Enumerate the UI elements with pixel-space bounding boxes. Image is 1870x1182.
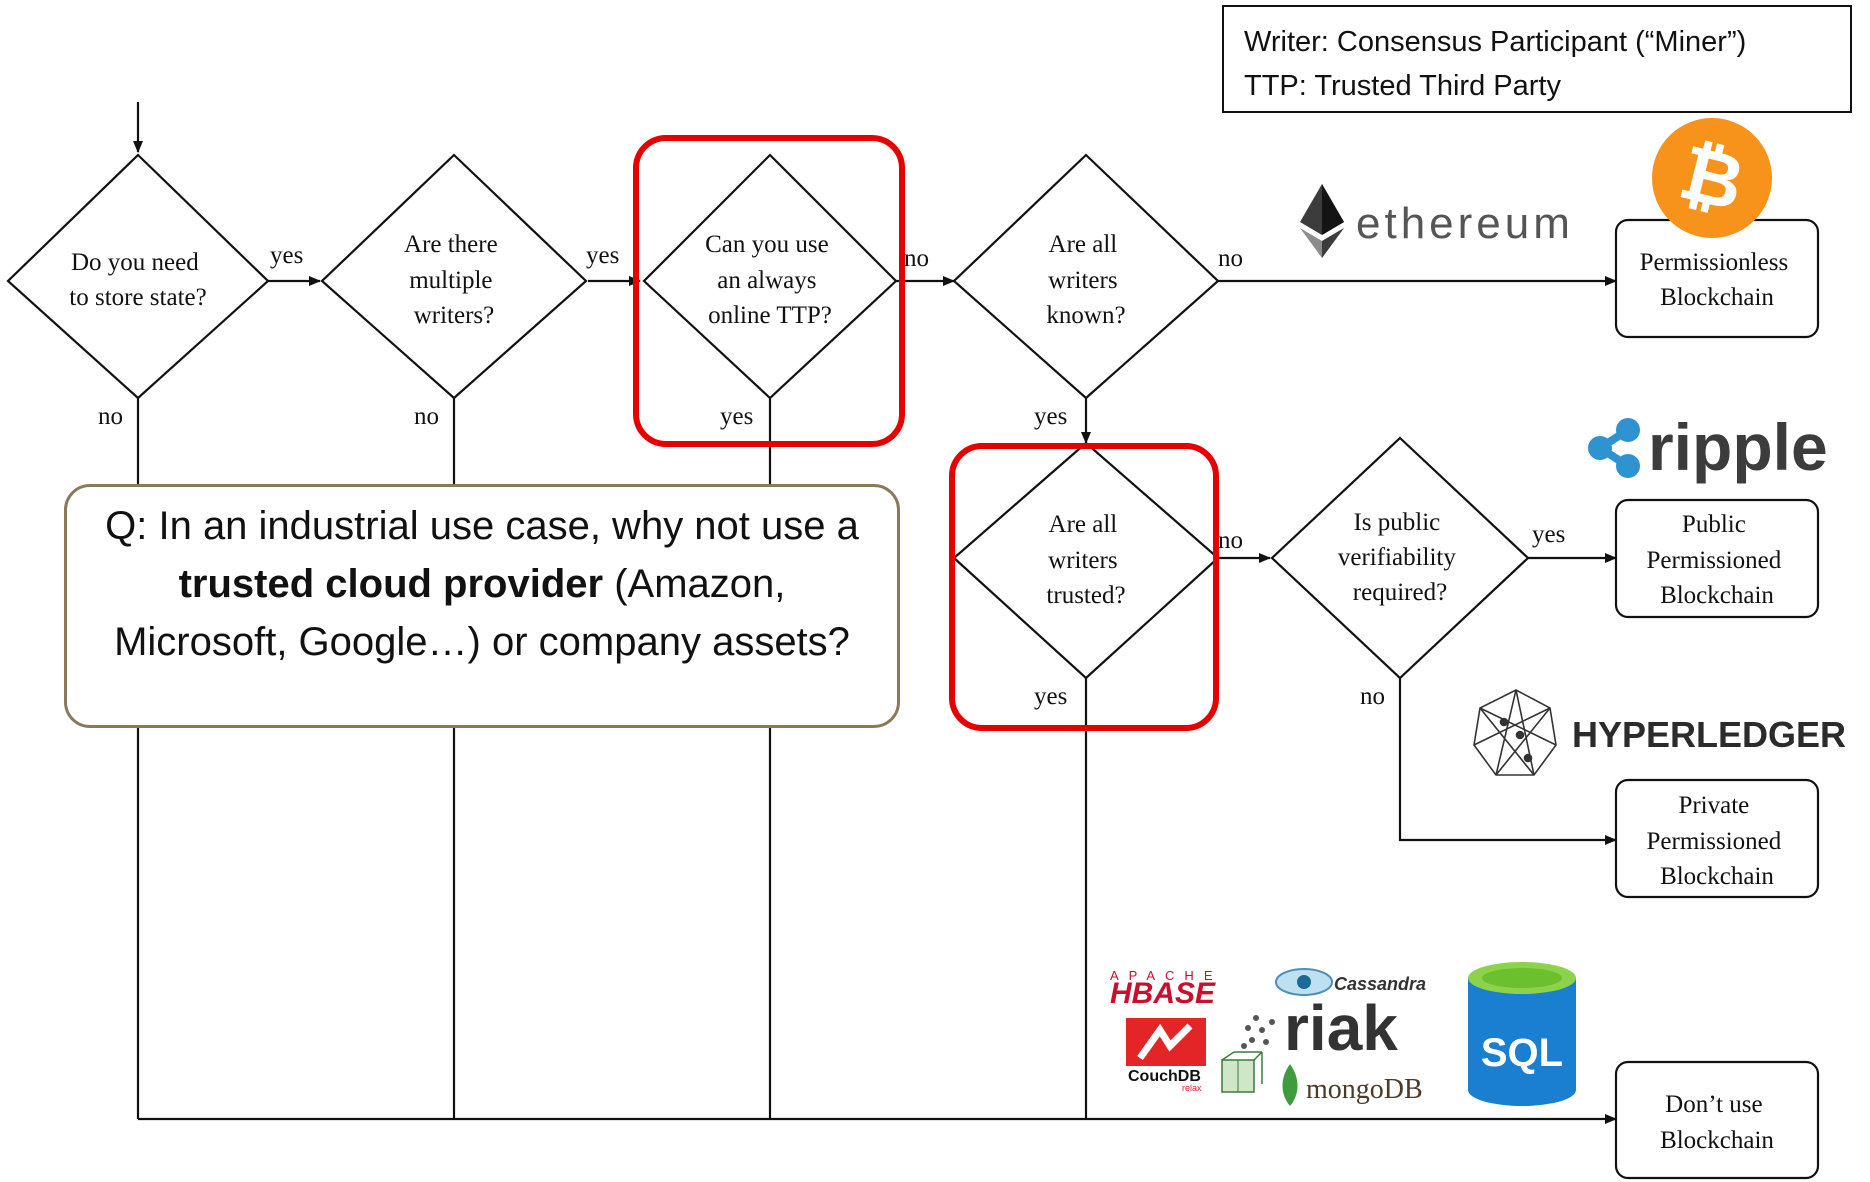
label-yes-trusted: yes (1034, 683, 1067, 710)
label-yes-ttp: yes (720, 403, 753, 430)
label-no-public: no (1360, 683, 1385, 710)
diamond-ttp (642, 153, 898, 400)
outcome-public-permissioned-box (1614, 498, 1820, 619)
cassandra-logo: Cassandra (1275, 968, 1426, 996)
highlight-ttp (633, 135, 905, 447)
mongodb-logo: mongoDB (1282, 1064, 1423, 1106)
hyperledger-polyhedron-icon (1473, 689, 1557, 776)
bitcoin-logo: ₿ (1652, 118, 1772, 238)
label-no-multiple: no (414, 403, 439, 430)
ripple-logo: ripple (1588, 410, 1828, 484)
hbase-wordmark: HBASE (1110, 977, 1216, 1010)
sql-wordmark: SQL (1481, 1031, 1563, 1075)
ethereum-diamond-icon (1300, 184, 1344, 258)
decision-multiple-writers: Are there multiple writers? (404, 231, 504, 329)
question-text-part1: Q: In an industrial use case, why not us… (105, 504, 859, 548)
outcome-permissionless: Permissionless Blockchain (1640, 249, 1795, 311)
ripple-wordmark: ripple (1648, 410, 1828, 484)
couchdb-logo: CouchDB relax (1126, 1018, 1206, 1093)
hyperledger-logo: HYPERLEDGER (1473, 689, 1846, 776)
outcome-public-permissioned: Public Permissioned Blockchain (1647, 511, 1788, 609)
legend-box: Writer: Consensus Participant (“Miner”) … (1222, 5, 1852, 113)
sql-cylinder-icon (1468, 978, 1576, 1106)
ethereum-wordmark: ethereum (1356, 199, 1574, 248)
bitcoin-circle-icon (1652, 118, 1772, 238)
hbase-logo: APACHE HBASE (1110, 968, 1223, 1010)
mongodb-wordmark: mongoDB (1306, 1074, 1423, 1105)
outcome-private-permissioned-box (1614, 778, 1820, 899)
outcome-dont-use-box (1614, 1060, 1820, 1180)
label-no-trusted: no (1218, 527, 1243, 554)
label-yes-2: yes (586, 242, 619, 269)
label-no-known: no (1218, 245, 1243, 272)
decision-public-verifiability: Is public verifiability required? (1338, 509, 1462, 606)
ripple-icon (1588, 418, 1640, 478)
label-no-ttp: no (904, 245, 929, 272)
decision-ttp: Can you use an always online TTP? (705, 231, 835, 329)
label-yes-public: yes (1532, 521, 1565, 548)
cassandra-wordmark: Cassandra (1334, 974, 1426, 994)
riak-spray-icon (1241, 1015, 1275, 1049)
ethereum-logo: ethereum (1300, 184, 1574, 258)
decision-store-state: Do you need to store state? (69, 249, 206, 311)
label-yes-1: yes (270, 242, 303, 269)
label-no-store: no (98, 403, 123, 430)
hyperledger-wordmark: HYPERLEDGER (1572, 714, 1846, 755)
decision-writers-known: Are all writers known? (1046, 231, 1125, 329)
mongodb-leaf-icon (1282, 1064, 1298, 1106)
diamond-writers-trusted (952, 441, 1220, 680)
question-callout: Q: In an industrial use case, why not us… (64, 484, 900, 728)
sql-logo: SQL (1468, 962, 1576, 1106)
outcome-dont-use: Don’t use Blockchain (1660, 1091, 1774, 1154)
legend-writer: Writer: Consensus Participant (“Miner”) (1244, 26, 1747, 58)
decision-writers-trusted: Are all writers trusted? (1046, 511, 1125, 609)
diamond-multiple-writers (320, 153, 588, 400)
diamond-store-state (6, 153, 270, 400)
question-emphasis: trusted cloud provider (178, 562, 604, 606)
cube-db-icon (1221, 1051, 1263, 1093)
question-text-part2: (Amazon, Microsoft, Google…) or company … (114, 562, 850, 664)
hbase-apache-text: APACHE (1110, 968, 1223, 983)
diamond-public-verifiability (1270, 436, 1530, 680)
outcome-private-permissioned: Private Permissioned Blockchain (1647, 792, 1788, 890)
legend-ttp: TTP: Trusted Third Party (1244, 70, 1561, 102)
highlight-trusted (949, 443, 1219, 731)
diamond-writers-known (952, 153, 1220, 400)
couchdb-wordmark: CouchDB (1128, 1068, 1201, 1085)
edge-public-to-private (1398, 678, 1617, 845)
label-yes-known: yes (1034, 403, 1067, 430)
riak-wordmark: riak (1284, 992, 1398, 1064)
riak-logo: riak (1241, 992, 1398, 1064)
couchdb-relax: relax (1182, 1083, 1202, 1093)
